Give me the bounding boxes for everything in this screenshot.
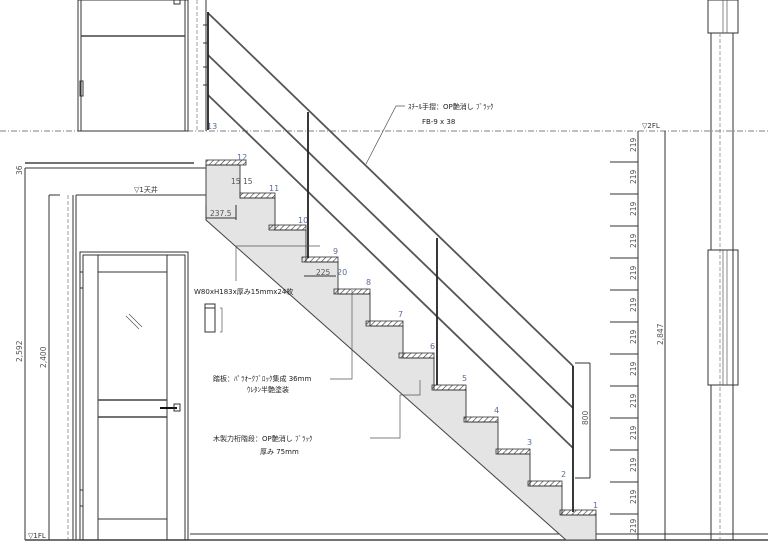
- svg-text:219: 219: [629, 137, 638, 152]
- svg-text:36: 36: [15, 165, 24, 175]
- svg-text:20: 20: [337, 268, 347, 277]
- svg-text:219: 219: [629, 425, 638, 440]
- upper-door: [77, 0, 207, 132]
- lower-door: [79, 251, 189, 541]
- riser-dimension-chain: [610, 131, 666, 540]
- svg-text:219: 219: [629, 329, 638, 344]
- right-wall-windows: [707, 0, 739, 540]
- step-numbers: 1 2 3 4 5 6 7 8 9 10 11 12 13: [207, 122, 598, 510]
- svg-text:1: 1: [593, 501, 598, 510]
- svg-text:219: 219: [629, 201, 638, 216]
- svg-text:219: 219: [629, 457, 638, 472]
- steel-handrail: [203, 12, 574, 512]
- svg-text:225: 225: [316, 268, 331, 277]
- svg-text:219: 219: [629, 518, 638, 533]
- svg-text:219: 219: [629, 233, 638, 248]
- svg-text:7: 7: [398, 310, 403, 319]
- svg-text:15: 15: [243, 177, 253, 186]
- handrail-spec-line2: FB-9 x 38: [422, 118, 455, 126]
- svg-text:219: 219: [629, 489, 638, 504]
- svg-text:219: 219: [629, 297, 638, 312]
- svg-text:15: 15: [231, 177, 241, 186]
- svg-text:8: 8: [366, 278, 371, 287]
- svg-text:10: 10: [298, 216, 308, 225]
- svg-text:4: 4: [494, 406, 499, 415]
- baluster-spec: W80xH183x厚み15mmx24枚: [194, 287, 293, 296]
- first-floor-level-label: ▽1FL: [28, 532, 46, 540]
- svg-text:11: 11: [269, 184, 279, 193]
- svg-text:219: 219: [629, 361, 638, 376]
- stringer-spec-line2: 厚み 75mm: [260, 448, 299, 456]
- svg-text:800: 800: [581, 410, 590, 425]
- handrail-height-dimension: 800: [575, 362, 591, 479]
- svg-text:3: 3: [527, 438, 532, 447]
- svg-text:5: 5: [462, 374, 467, 383]
- svg-text:219: 219: [629, 393, 638, 408]
- first-ceiling-level-label: ▽1天井: [134, 185, 158, 194]
- svg-text:2,400: 2,400: [39, 346, 48, 368]
- svg-text:237.5: 237.5: [210, 209, 232, 218]
- tread-spec-line2: ｳﾚﾀﾝ半艶塗装: [247, 385, 289, 394]
- left-dimensions: 36 2,592 2,400: [15, 165, 48, 368]
- svg-text:13: 13: [207, 122, 217, 131]
- svg-text:219: 219: [629, 265, 638, 280]
- handrail-spec-line1: ｽﾁｰﾙ手摺：OP艶消し ﾌﾞﾗｯｸ: [408, 102, 494, 111]
- stair-detail-dimensions: 237.5 15 15 225 20: [205, 177, 347, 277]
- svg-text:6: 6: [430, 342, 435, 351]
- tread-spec-line1: 踏板：ﾊﾟﾗｵｰｸﾌﾞﾛｯｸ集成 36mm: [213, 374, 311, 383]
- svg-text:12: 12: [237, 153, 247, 162]
- svg-text:2,592: 2,592: [15, 340, 24, 362]
- riser-dimension-labels: 219 219 219 219 219 219 219 219 219 219 …: [629, 137, 665, 533]
- stringer-spec-line1: 木製力桁階段：OP艶消し ﾌﾞﾗｯｸ: [213, 434, 313, 443]
- svg-text:2,847: 2,847: [656, 323, 665, 345]
- svg-text:9: 9: [333, 247, 338, 256]
- second-floor-level-label: ▽2FL: [642, 122, 660, 130]
- svg-text:2: 2: [561, 470, 566, 479]
- svg-text:219: 219: [629, 169, 638, 184]
- leader-lines: [235, 105, 421, 439]
- baluster-detail: [204, 303, 223, 333]
